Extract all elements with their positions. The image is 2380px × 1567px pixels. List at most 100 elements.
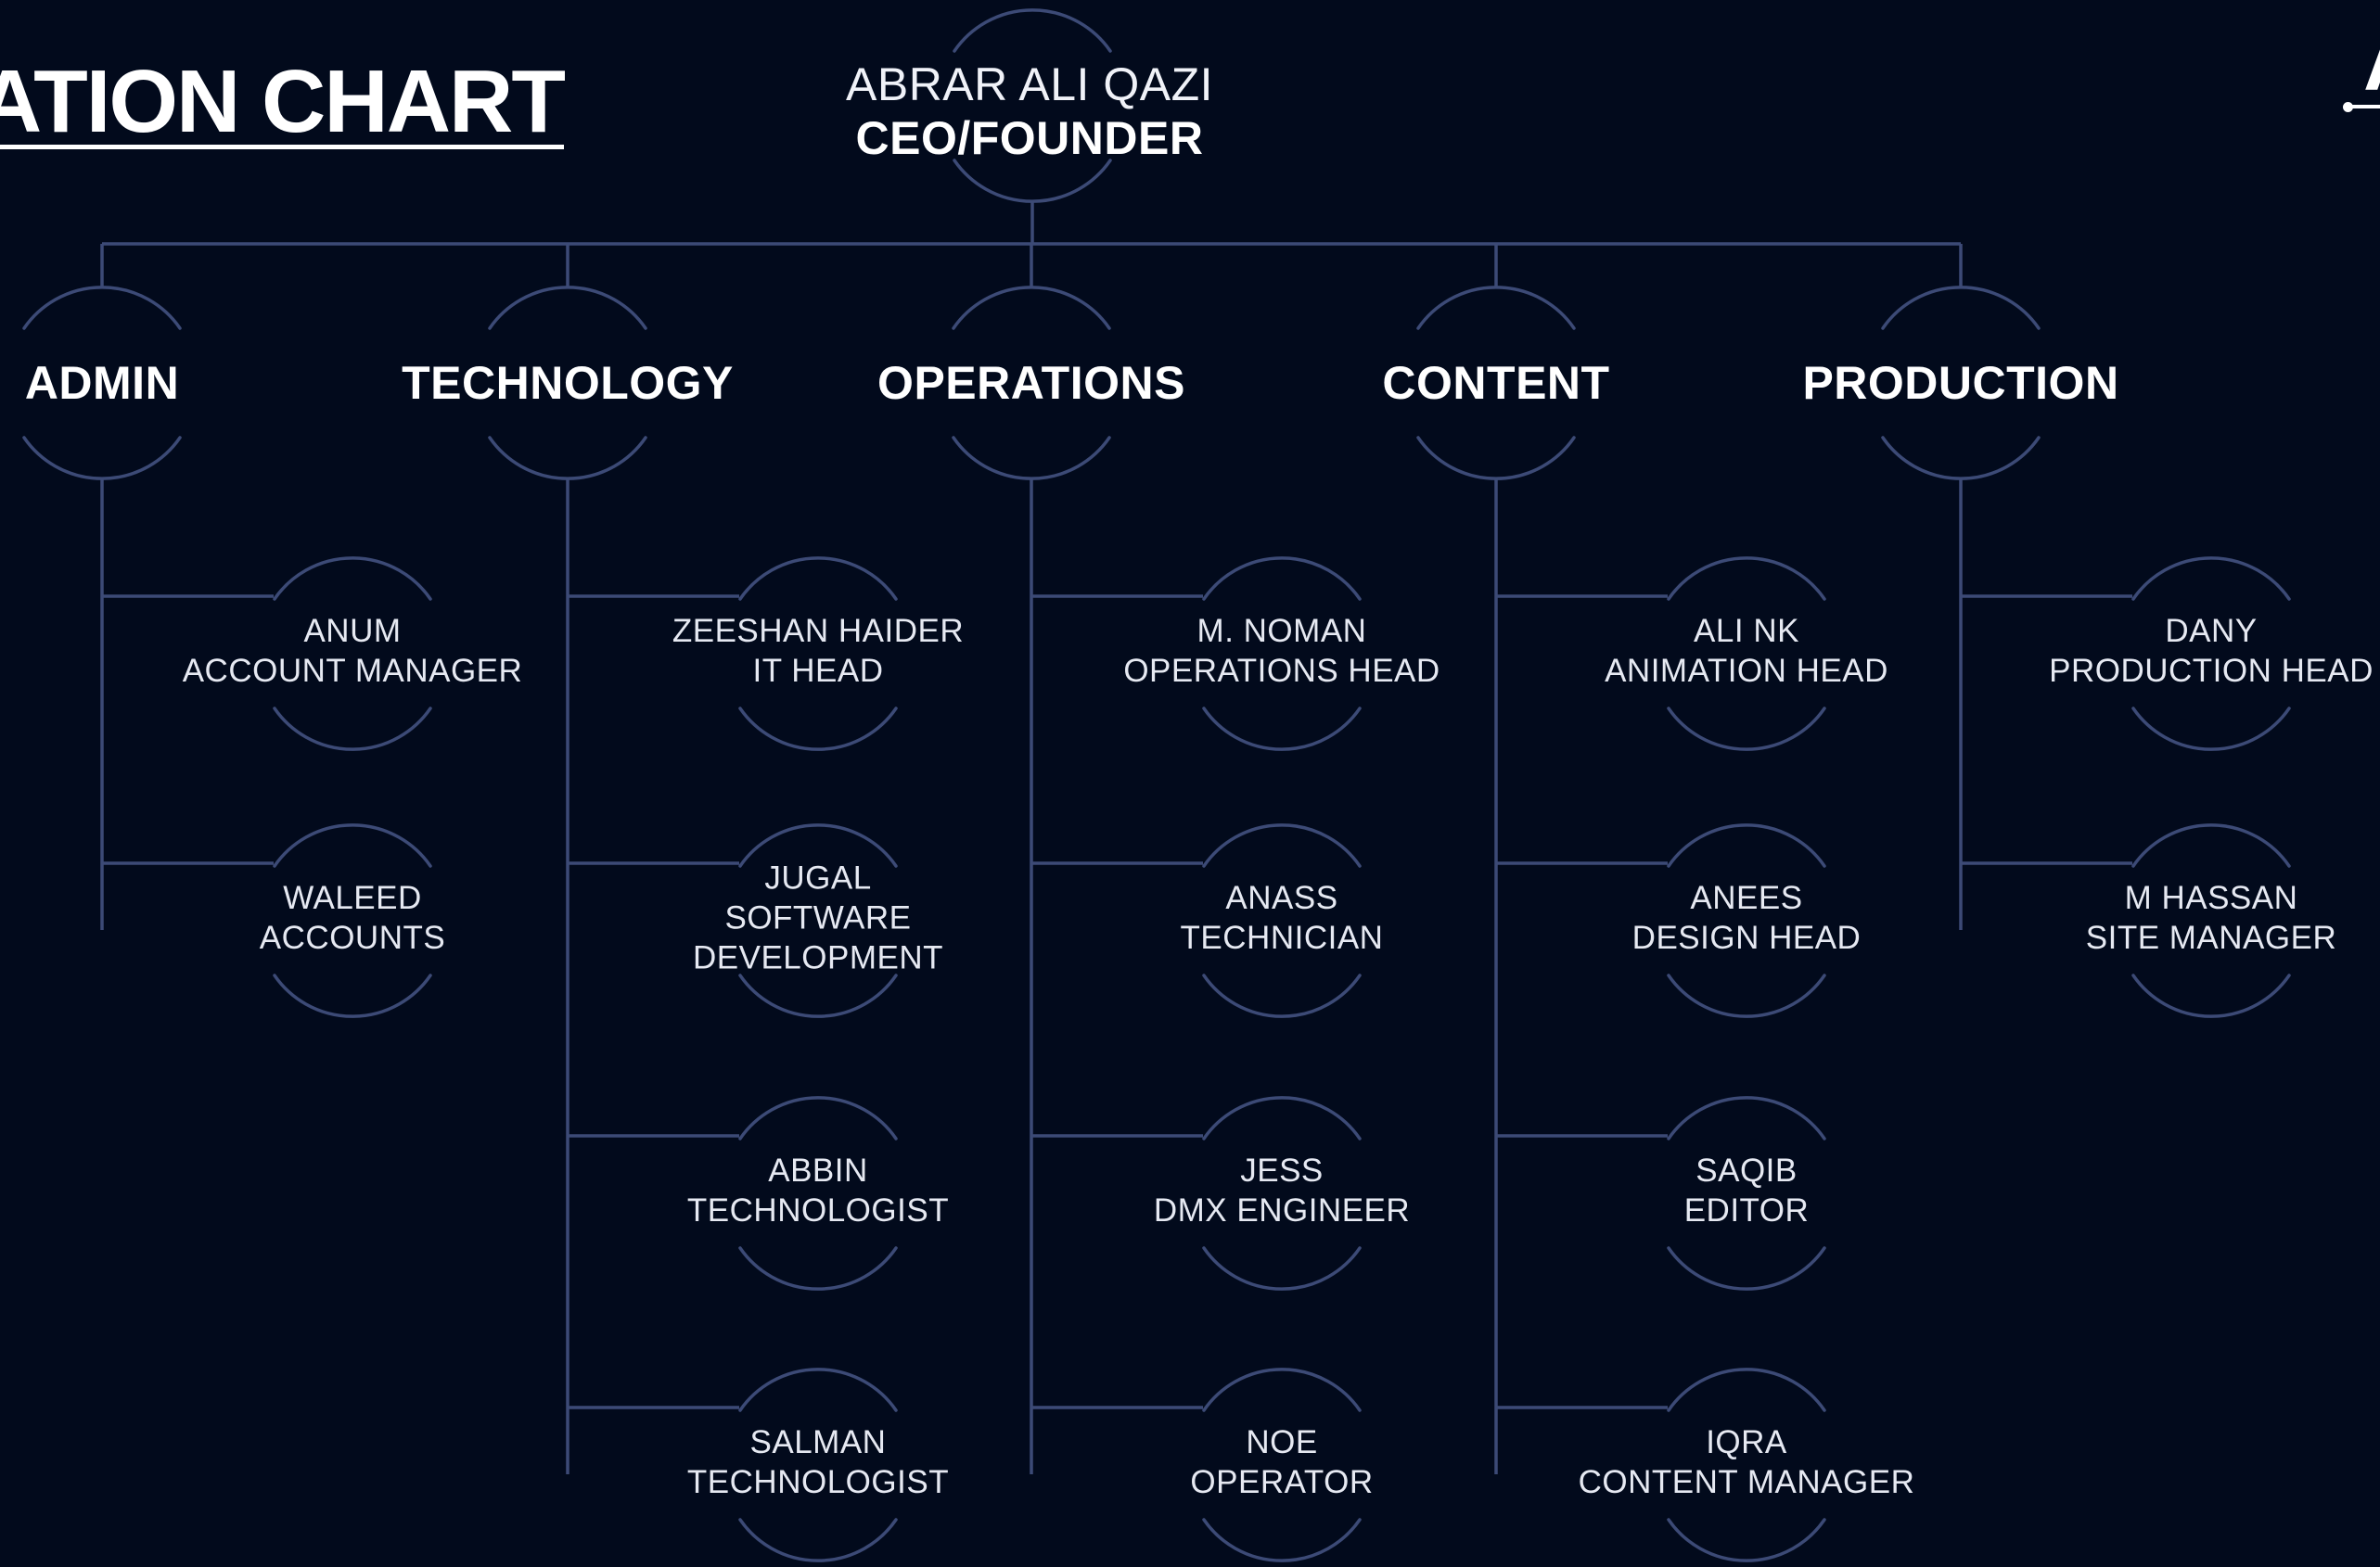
ceo-arc-top: [953, 8, 1112, 53]
member-role: SITE MANAGER: [2085, 920, 2337, 956]
member-node: DANY PRODUCTION HEAD: [2049, 611, 2374, 691]
dept-4-member-0-arc-top: [2131, 556, 2291, 601]
dept-3-member-1-arc-top: [1667, 823, 1826, 868]
member-role: PRODUCTION HEAD: [2049, 653, 2374, 689]
dept-1-member-2-arc-top: [738, 1096, 898, 1140]
member-role: DESIGN HEAD: [1631, 920, 1862, 956]
dept-0-member-1-arc-bottom: [273, 974, 432, 1018]
member-role: OPERATIONS HEAD: [1123, 653, 1440, 689]
dept-0-arc-bottom: [22, 436, 182, 480]
dept-4-member-0-arc-bottom: [2131, 707, 2291, 751]
member-name: ALI NK: [1694, 613, 1799, 649]
member-name: M HASSAN: [2124, 880, 2298, 916]
member-role: OPERATOR: [1190, 1464, 1374, 1500]
member-name: ANEES: [1690, 880, 1803, 916]
dept-3-member-2-arc-top: [1667, 1096, 1826, 1140]
member-name: SAQIB: [1695, 1153, 1798, 1189]
member-name: DANY: [2165, 613, 2258, 649]
dept-2-arc-bottom: [952, 436, 1111, 480]
member-name: ABBIN: [768, 1153, 868, 1189]
dept-1-member-1-arc-bottom: [738, 974, 898, 1018]
dept-1-member-3-arc-bottom: [738, 1518, 898, 1562]
logo-dot: [2343, 102, 2353, 112]
dept-1-member-2-arc-bottom: [738, 1246, 898, 1291]
member-node: IQRA CONTENT MANAGER: [1579, 1422, 1915, 1502]
member-node: ZEESHAN HAIDER IT HEAD: [672, 611, 964, 691]
title-underline: [0, 145, 564, 149]
member-name: M. NOMAN: [1196, 613, 1367, 649]
department-content: CONTENT: [1382, 357, 1610, 409]
member-role: IT HEAD: [752, 653, 884, 689]
member-node: ANEES DESIGN HEAD: [1632, 878, 1862, 958]
page-title: ATION CHART: [0, 52, 566, 151]
department-operations: OPERATIONS: [877, 357, 1185, 409]
member-role: ANIMATION HEAD: [1605, 653, 1888, 689]
dept-2-member-1-arc-bottom: [1202, 974, 1362, 1018]
member-name: ANASS: [1225, 880, 1338, 916]
dept-1-member-0-arc-top: [738, 556, 898, 601]
dept-2-member-0-arc-bottom: [1202, 707, 1362, 751]
dept-0-member-1-arc-top: [273, 823, 432, 868]
ceo-name: ABRAR ALI QAZI: [845, 58, 1214, 110]
dept-1-arc-top: [488, 286, 647, 330]
dept-3-member-3-arc-bottom: [1667, 1518, 1826, 1562]
dept-1-member-3-arc-top: [738, 1368, 898, 1412]
department-production: PRODUCTION: [1802, 357, 2119, 409]
member-name: JUGAL: [764, 860, 872, 897]
member-role: TECHNOLOGIST: [686, 1192, 950, 1229]
dept-3-member-0-arc-bottom: [1667, 707, 1826, 751]
member-role-line2: DEVELOPMENT: [693, 939, 943, 976]
dept-4-arc-bottom: [1881, 436, 2041, 480]
dept-2-member-2-arc-bottom: [1202, 1246, 1362, 1291]
dept-4-member-1-arc-top: [2131, 823, 2291, 868]
member-node: M HASSAN SITE MANAGER: [2086, 878, 2336, 958]
dept-2-member-1-arc-top: [1202, 823, 1362, 868]
member-role: DMX ENGINEER: [1153, 1192, 1411, 1229]
dept-3-member-2-arc-bottom: [1667, 1246, 1826, 1291]
department-technology: TECHNOLOGY: [402, 357, 734, 409]
dept-1-arc-bottom: [488, 436, 647, 480]
member-node: ALI NK ANIMATION HEAD: [1605, 611, 1888, 691]
dept-3-arc-top: [1416, 286, 1576, 330]
member-node: SALMAN TECHNOLOGIST: [687, 1422, 949, 1502]
brand-logo: A: [2363, 20, 2380, 104]
member-name: ANUM: [303, 613, 402, 649]
dept-0-arc-top: [22, 286, 182, 330]
member-name: JESS: [1240, 1153, 1324, 1189]
member-role: ACCOUNT MANAGER: [182, 653, 523, 689]
dept-3-member-3-arc-top: [1667, 1368, 1826, 1412]
dept-1-member-1-arc-top: [738, 823, 898, 868]
dept-2-member-3-arc-top: [1202, 1368, 1362, 1412]
department-admin: ADMIN: [24, 357, 180, 409]
dept-2-arc-top: [952, 286, 1111, 330]
dept-1-member-0-arc-bottom: [738, 707, 898, 751]
dept-2-member-2-arc-top: [1202, 1096, 1362, 1140]
ceo-node: ABRAR ALI QAZI CEO/FOUNDER: [846, 57, 1213, 165]
member-role: SOFTWARE: [724, 899, 912, 936]
dept-0-member-0-arc-bottom: [273, 707, 432, 751]
logo-line: [2347, 105, 2380, 108]
member-node: NOE OPERATOR: [1190, 1422, 1373, 1502]
member-node: M. NOMAN OPERATIONS HEAD: [1123, 611, 1440, 691]
member-name: NOE: [1246, 1424, 1318, 1460]
member-role: CONTENT MANAGER: [1578, 1464, 1915, 1500]
dept-3-member-0-arc-top: [1667, 556, 1826, 601]
member-name: WALEED: [283, 880, 422, 916]
ceo-role: CEO/FOUNDER: [855, 112, 1204, 164]
member-node: ANUM ACCOUNT MANAGER: [183, 611, 523, 691]
member-name: SALMAN: [749, 1424, 887, 1460]
dept-2-member-0-arc-top: [1202, 556, 1362, 601]
dept-4-member-1-arc-bottom: [2131, 974, 2291, 1018]
member-name: IQRA: [1706, 1424, 1787, 1460]
member-name: ZEESHAN HAIDER: [672, 613, 965, 649]
dept-3-arc-bottom: [1416, 436, 1576, 480]
member-role: TECHNOLOGIST: [686, 1464, 950, 1500]
member-role: EDITOR: [1683, 1192, 1810, 1229]
